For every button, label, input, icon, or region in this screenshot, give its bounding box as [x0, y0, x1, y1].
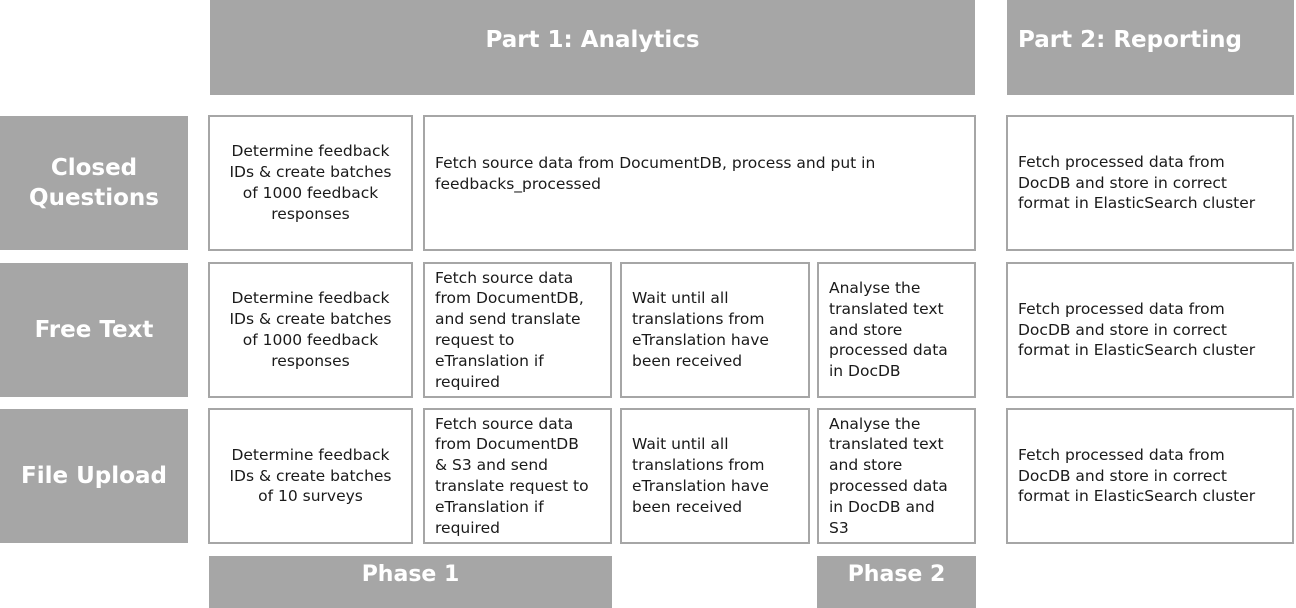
free-determine-batches-step: Determine feedback IDs & create batches …	[208, 262, 413, 398]
free-wait-translations-step: Wait until all translations from eTransl…	[620, 262, 810, 398]
free-analyse-step: Analyse the translated text and store pr…	[817, 262, 976, 398]
phase-1-label: Phase 1	[209, 556, 612, 608]
file-analyse-step: Analyse the translated text and store pr…	[817, 408, 976, 544]
free-reporting-step: Fetch processed data from DocDB and stor…	[1006, 262, 1294, 398]
row-label-closed-questions: Closed Questions	[0, 116, 188, 250]
part1-header-label: Part 1: Analytics	[485, 27, 700, 53]
phase-2-label: Phase 2	[817, 556, 976, 608]
closed-reporting-step: Fetch processed data from DocDB and stor…	[1006, 115, 1294, 251]
file-determine-batches-step: Determine feedback IDs & create batches …	[208, 408, 413, 544]
row-label-file-upload: File Upload	[0, 409, 188, 543]
part1-header: Part 1: Analytics	[210, 0, 975, 95]
file-wait-translations-step: Wait until all translations from eTransl…	[620, 408, 810, 544]
file-fetch-translate-step: Fetch source data from DocumentDB & S3 a…	[423, 408, 612, 544]
closed-fetch-process-step: Fetch source data from DocumentDB, proce…	[423, 115, 976, 251]
part2-header-label: Part 2: Reporting	[1018, 27, 1242, 53]
part2-header: Part 2: Reporting	[1007, 0, 1294, 95]
phase-2-text: Phase 2	[847, 562, 946, 587]
free-fetch-translate-step: Fetch source data from DocumentDB, and s…	[423, 262, 612, 398]
closed-determine-batches-step: Determine feedback IDs & create batches …	[208, 115, 413, 251]
phase-1-text: Phase 1	[361, 562, 460, 587]
row-label-free-text: Free Text	[0, 263, 188, 397]
file-reporting-step: Fetch processed data from DocDB and stor…	[1006, 408, 1294, 544]
